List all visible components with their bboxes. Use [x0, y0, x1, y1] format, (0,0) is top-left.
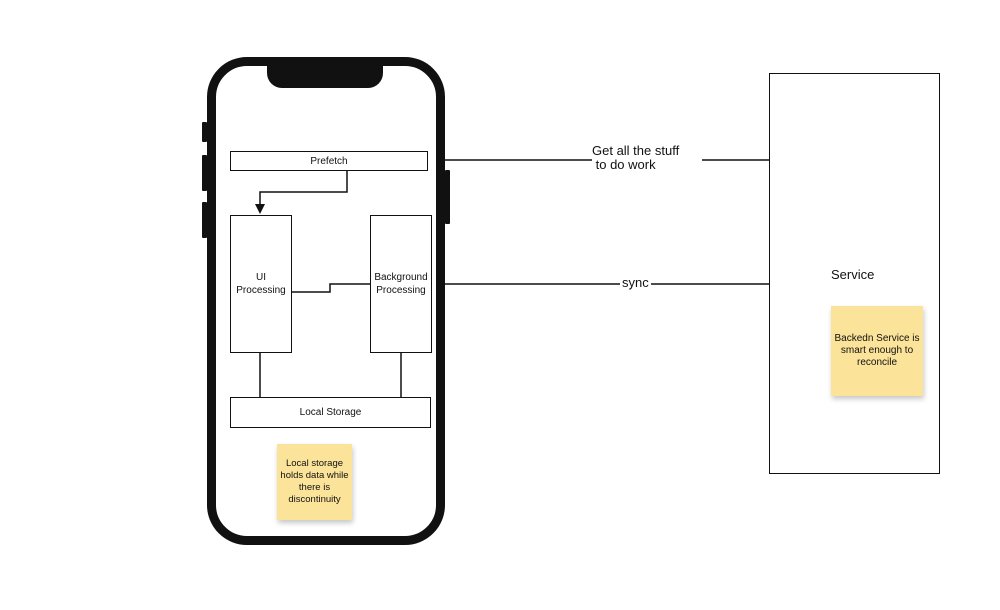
ui-processing-box[interactable]: UI Processing: [230, 215, 292, 353]
prefetch-label: Prefetch: [310, 155, 348, 167]
phone-notch: [267, 57, 383, 88]
phone-side-button: [202, 202, 207, 238]
service-note: Backedn Service is smart enough to recon…: [831, 306, 923, 396]
background-processing-box[interactable]: Background Processing: [370, 215, 432, 353]
arrowhead-icon: [255, 204, 265, 214]
local-storage-note: Local storage holds data while there is …: [277, 444, 352, 520]
sync-label: sync: [620, 275, 651, 290]
local-storage-box[interactable]: Local Storage: [230, 397, 431, 428]
ui-background-line: [291, 283, 371, 293]
local-storage-label: Local Storage: [299, 407, 362, 418]
phone-side-button: [202, 122, 207, 142]
phone-side-button: [445, 170, 450, 224]
ui-processing-label: UI Processing: [236, 272, 286, 296]
local-storage-note-text: Local storage holds data while there is …: [280, 458, 349, 505]
prefetch-box[interactable]: Prefetch: [230, 151, 428, 171]
service-note-text: Backedn Service is smart enough to recon…: [834, 333, 920, 368]
prefetch-service-label: Get all the stuff to do work: [592, 144, 702, 172]
background-processing-label: Background Processing: [374, 272, 428, 296]
phone-side-button: [202, 155, 207, 191]
service-box[interactable]: [769, 73, 940, 474]
prefetch-ui-arrow: [259, 170, 348, 207]
service-label: Service: [831, 267, 875, 282]
